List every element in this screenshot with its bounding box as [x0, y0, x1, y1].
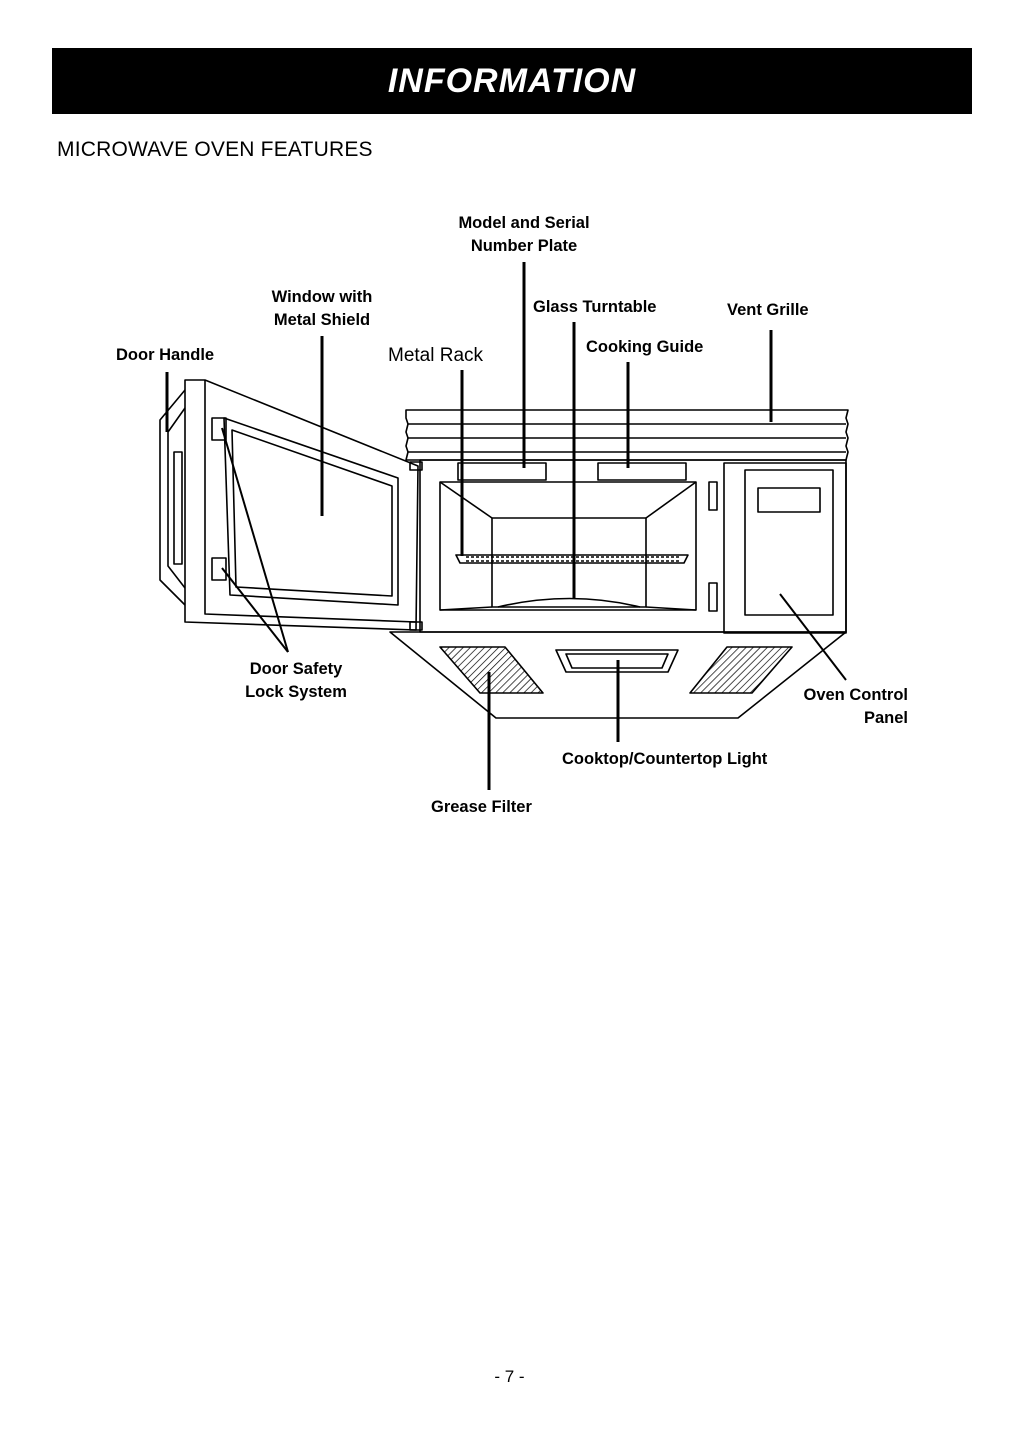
- label-metal-rack: Metal Rack: [388, 344, 483, 367]
- label-model-serial: Model and Serial Number Plate: [458, 212, 589, 258]
- door-latch-slot-top: [709, 482, 717, 510]
- leader-oven-control: [780, 594, 846, 680]
- leader-diagonals: [222, 428, 846, 680]
- label-glass-turntable: Glass Turntable: [533, 296, 656, 319]
- label-oven-control-panel: Oven Control Panel: [790, 684, 908, 730]
- leader-door-safety-a: [222, 428, 288, 652]
- door-handle: [160, 390, 185, 605]
- label-grease-filter: Grease Filter: [431, 796, 532, 819]
- leader-door-safety-b: [222, 568, 288, 652]
- door-latch-slot-bottom: [709, 583, 717, 611]
- label-window-line2: Metal Shield: [272, 309, 373, 332]
- label-cooktop-light: Cooktop/Countertop Light: [562, 748, 767, 771]
- label-door-safety-line2: Lock System: [245, 681, 347, 704]
- label-oven-control-line1: Oven Control: [790, 684, 908, 707]
- label-vent-grille: Vent Grille: [727, 299, 809, 322]
- oven-cavity: [440, 482, 696, 610]
- oven-control-panel: [724, 463, 846, 633]
- grease-filter-right: [690, 647, 792, 693]
- label-window-line1: Window with: [272, 286, 373, 309]
- metal-rack: [456, 555, 688, 563]
- model-serial-plate: [458, 463, 546, 480]
- label-door-safety-line1: Door Safety: [245, 658, 347, 681]
- label-model-serial-line1: Model and Serial: [458, 212, 589, 235]
- label-cooking-guide: Cooking Guide: [586, 336, 703, 359]
- label-oven-control-line2: Panel: [790, 707, 908, 730]
- label-door-safety: Door Safety Lock System: [245, 658, 347, 704]
- label-door-handle: Door Handle: [116, 344, 214, 367]
- label-model-serial-line2: Number Plate: [458, 235, 589, 258]
- page-number: - 7 -: [0, 1367, 1019, 1387]
- cooking-guide-plate: [598, 463, 686, 480]
- label-window-metal-shield: Window with Metal Shield: [272, 286, 373, 332]
